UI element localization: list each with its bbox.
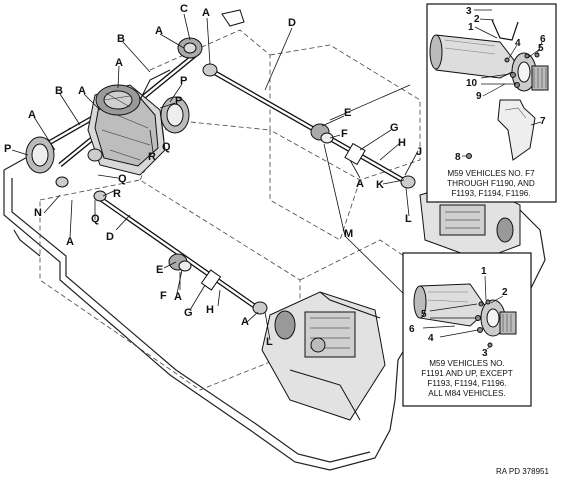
inset-bottom-caption: F1193, F1194, F1196. xyxy=(427,379,506,388)
callout-H: H xyxy=(398,137,406,149)
inset-top-caption: THROUGH F1190, AND xyxy=(447,179,535,188)
frame-brackets xyxy=(139,9,245,101)
final-drive-gears xyxy=(25,37,203,174)
callout-P: P xyxy=(4,143,11,155)
callout-F: F xyxy=(341,128,348,140)
inset-top-callout: 4 xyxy=(515,38,521,49)
callout-Q: Q xyxy=(118,173,127,185)
callout-A: A xyxy=(174,291,182,303)
inset-top: 3 2 1 4 6 5 10 9 7 8 M59 VEHICLES NO. F7… xyxy=(426,3,557,203)
callout-A: A xyxy=(356,178,364,190)
callout-A: A xyxy=(155,25,163,37)
inset-bottom-callout: 1 xyxy=(481,266,487,277)
callout-K: K xyxy=(376,179,384,191)
inset-bottom-caption: M59 VEHICLES NO. xyxy=(429,359,505,368)
callout-B: B xyxy=(55,85,63,97)
inset-bottom-callout: 4 xyxy=(428,333,434,344)
callout-P: P xyxy=(175,95,182,107)
inset-top-callout: 1 xyxy=(468,22,474,33)
hull-outline xyxy=(3,127,546,471)
leader-lines xyxy=(11,13,419,341)
inset-bottom-callout: 2 xyxy=(502,287,508,298)
inset-top-callout: 9 xyxy=(476,91,482,102)
inset-bottom-caption: ALL M84 VEHICLES. xyxy=(428,389,506,398)
inset-top-callout: 7 xyxy=(540,116,546,127)
inset-top-caption: M59 VEHICLES NO. F7 xyxy=(447,169,535,178)
callout-A: A xyxy=(78,85,86,97)
figure-reference: RA PD 378951 xyxy=(496,467,549,476)
callout-Q: Q xyxy=(162,141,171,153)
callout-G: G xyxy=(390,122,399,134)
callout-N: N xyxy=(34,207,42,219)
inset-bottom-callout: 3 xyxy=(482,348,488,359)
inset-top-caption: F1193, F1194, F1196. xyxy=(451,189,530,198)
callout-Q: Q xyxy=(91,213,100,225)
universal-joints xyxy=(55,63,416,315)
callout-H: H xyxy=(206,304,214,316)
inset-bottom-callout: 5 xyxy=(421,309,427,320)
callout-D: D xyxy=(106,231,114,243)
inset-top-callout: 10 xyxy=(466,78,478,89)
callout-B: B xyxy=(117,33,125,45)
callout-F: F xyxy=(160,290,167,302)
inset-bottom-callout: 6 xyxy=(409,324,415,335)
inset-bottom-caption: F1191 AND UP, EXCEPT xyxy=(421,369,513,378)
callout-R: R xyxy=(148,151,156,163)
inset-top-callout: 5 xyxy=(538,43,544,54)
callout-R: R xyxy=(113,188,121,200)
inset-bottom: 1 2 5 6 4 3 M59 VEHICLES NO. F1191 AND U… xyxy=(402,252,532,407)
lower-drive-shaft xyxy=(93,192,262,313)
callout-A: A xyxy=(241,316,249,328)
callout-M: M xyxy=(344,228,353,240)
callout-G: G xyxy=(184,307,193,319)
callout-D: D xyxy=(288,17,296,29)
callout-A: A xyxy=(66,236,74,248)
callout-C: C xyxy=(180,3,188,15)
callout-L: L xyxy=(266,336,273,348)
callout-J: J xyxy=(416,146,422,158)
callout-letters: A C A B D A B A P P R Q A P Q R N A Q D … xyxy=(4,3,422,348)
callout-P: P xyxy=(180,75,187,87)
callout-E: E xyxy=(344,107,351,119)
engine-block-left xyxy=(261,291,386,421)
inset-top-callout: 8 xyxy=(455,152,461,163)
callout-E: E xyxy=(156,264,163,276)
callout-A: A xyxy=(28,109,36,121)
transfer-housing xyxy=(87,84,166,176)
callout-A: A xyxy=(202,7,210,19)
inset-top-callout: 3 xyxy=(466,6,472,17)
inset-top-callout: 6 xyxy=(540,34,546,45)
callout-L: L xyxy=(405,213,412,225)
upper-drive-shaft xyxy=(208,67,410,186)
inset-top-callout: 2 xyxy=(474,14,480,25)
callout-A: A xyxy=(115,57,123,69)
